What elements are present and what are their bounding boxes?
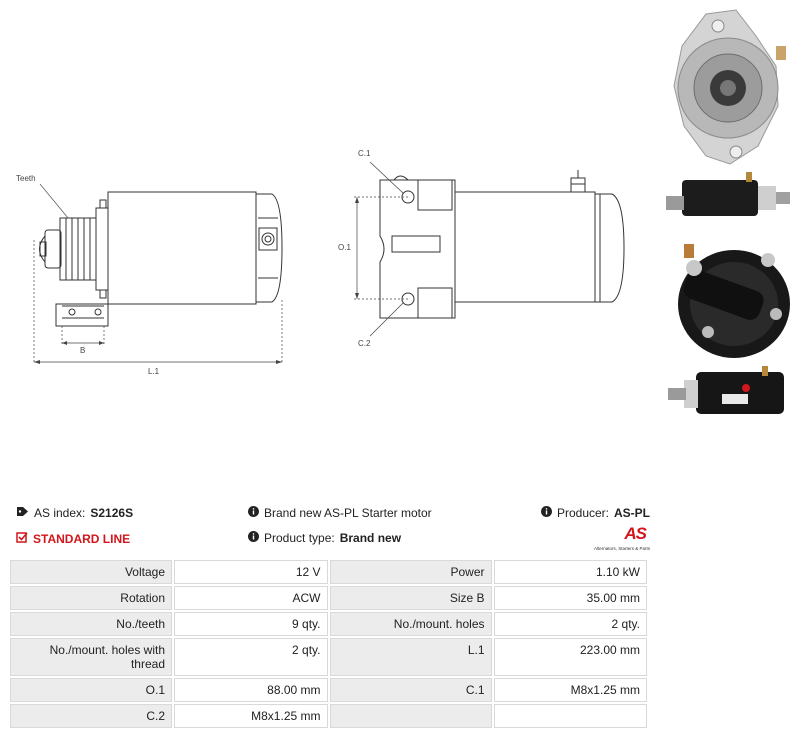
terminal-block [258,227,278,251]
producer: Producer: AS-PL [540,506,650,520]
as-index-label: AS index: [34,506,86,520]
spec-value: 9 qty. [174,612,328,636]
spec-key: No./mount. holes [329,612,492,636]
standard-line-label: STANDARD LINE [33,531,131,546]
spec-key: Power [329,560,492,584]
product-type-label: Product type: [264,531,335,545]
label-c1: C.1 [358,149,371,158]
spec-value: M8x1.25 mm [174,704,328,728]
label-b: B [80,346,85,355]
spec-value [493,704,647,728]
spec-key: No./teeth [10,612,172,636]
standard-line: STANDARD LINE [16,531,130,546]
product-info: AS index: S2126S STANDARD LINE Brand new… [16,502,650,552]
mount-foot [55,303,109,327]
spec-value: M8x1.25 mm [493,678,647,702]
end-cap-side [256,193,283,303]
product-photos [660,0,800,470]
label-o1: O.1 [338,243,351,252]
checkbox-icon [16,531,28,546]
spec-key: L.1 [329,638,492,676]
description-text: Brand new AS-PL Starter motor [264,506,432,520]
logo-text: AS [624,524,647,543]
spec-value: 223.00 mm [493,638,647,676]
spec-value: 35.00 mm [493,586,647,610]
spec-key: C.2 [10,704,172,728]
tag-icon [16,506,29,520]
spec-key: Rotation [10,586,172,610]
product-type-value: Brand new [339,531,402,545]
logo-tagline: Alternators, Starters & Parts [593,546,650,551]
spec-value: ACW [174,586,328,610]
spec-key: No./mount. holes with thread [10,638,172,676]
motor-body-top [454,191,596,303]
photo-side-view [666,172,790,216]
starter-motor-drawing: Teeth B L.1 C.1 O.1 C.2 [16,149,625,376]
label-teeth: Teeth [16,174,36,183]
as-index: AS index: S2126S [16,506,133,520]
as-pl-logo: AS Alternators, Starters & Parts [586,524,650,554]
spec-key: Voltage [10,560,172,584]
producer-label: Producer: [556,506,609,520]
product-type: Product type: Brand new [248,531,401,545]
photo-front-view [673,9,786,165]
as-index-value: S2126S [90,506,134,520]
motor-body-side [107,191,257,305]
spec-key [329,704,492,728]
photo-rear-view [678,244,790,358]
label-c2: C.2 [358,339,371,348]
spec-value: 2 qty. [174,638,328,676]
spec-value: 12 V [174,560,328,584]
producer-value: AS-PL [614,506,650,520]
spec-value: 2 qty. [493,612,647,636]
info-icon [540,506,552,520]
spec-key: C.1 [329,678,492,702]
label-l1: L.1 [148,367,160,376]
technical-drawing: Teeth B L.1 C.1 O.1 C.2 [16,149,625,376]
spec-value: 1.10 kW [493,560,647,584]
spec-key: O.1 [10,678,172,702]
description: Brand new AS-PL Starter motor [248,506,432,520]
info-icon [248,506,259,520]
spec-value: 88.00 mm [174,678,328,702]
photo-side-view-2 [668,366,784,414]
spec-key: Size B [329,586,492,610]
info-icon [248,531,259,545]
terminal-stud [570,177,586,193]
